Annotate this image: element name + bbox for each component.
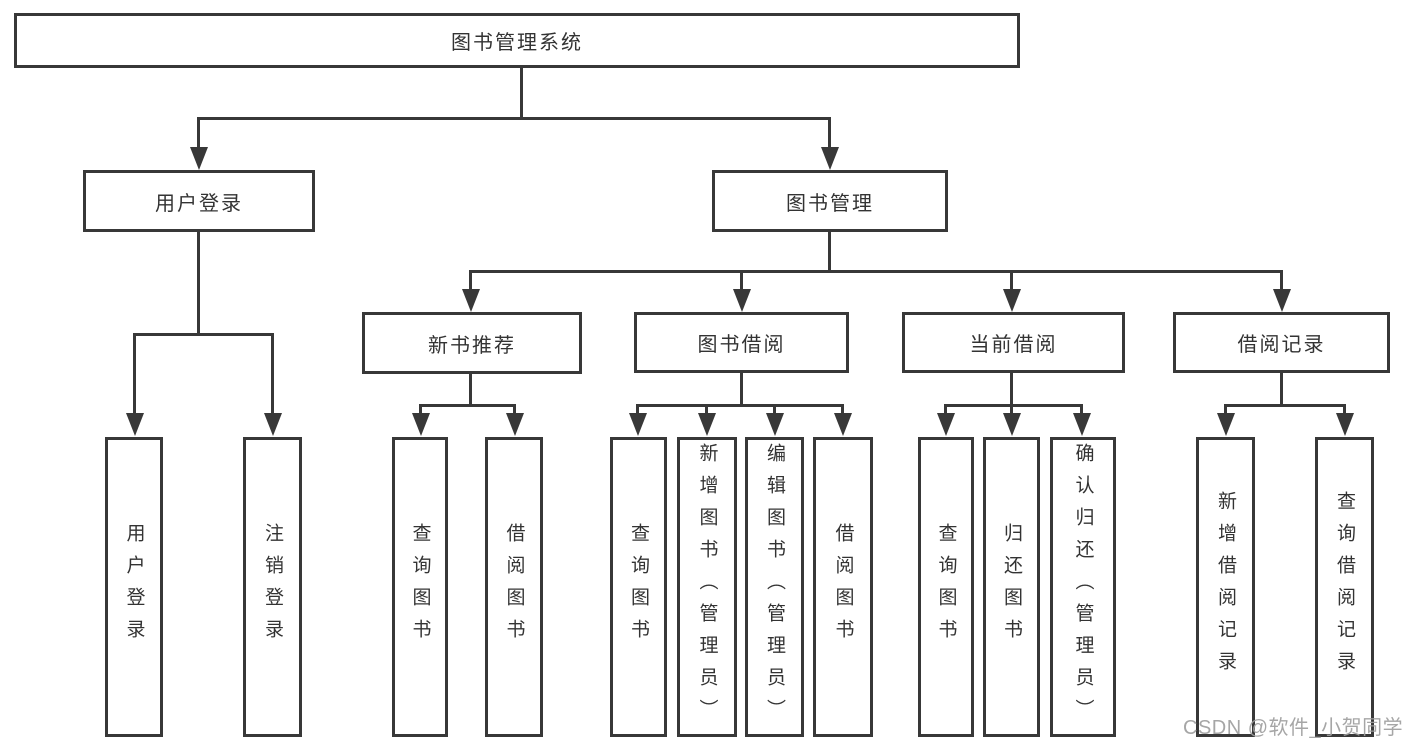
connector-line	[469, 374, 472, 407]
connector-line	[828, 232, 831, 272]
arrow-down-icon	[1073, 413, 1091, 436]
connector-line	[520, 68, 523, 118]
connector-line	[828, 117, 831, 150]
connector-line	[513, 404, 516, 418]
arrow-down-icon	[1003, 289, 1021, 312]
node-user-login: 用户登录	[83, 170, 315, 232]
leaf-query-books-2: 查询图书	[610, 437, 667, 737]
connector-line	[197, 117, 831, 120]
connector-line	[1010, 373, 1013, 407]
connector-line	[271, 333, 274, 416]
arrow-down-icon	[821, 147, 839, 170]
arrow-down-icon	[766, 413, 784, 436]
leaf-borrow-books-1: 借阅图书	[485, 437, 543, 737]
connector-line	[705, 404, 708, 418]
node-book-borrow: 图书借阅	[634, 312, 849, 373]
arrow-down-icon	[1217, 413, 1235, 436]
leaf-borrow-books-2: 借阅图书	[813, 437, 873, 737]
connector-line	[1224, 404, 1346, 407]
leaf-query-books-3: 查询图书	[918, 437, 974, 737]
arrow-down-icon	[834, 413, 852, 436]
arrow-down-icon	[733, 289, 751, 312]
node-new-book-recommend: 新书推荐	[362, 312, 582, 374]
arrow-down-icon	[698, 413, 716, 436]
connector-line	[197, 232, 200, 336]
leaf-return-book: 归还图书	[983, 437, 1040, 737]
arrow-down-icon	[937, 413, 955, 436]
arrow-down-icon	[629, 413, 647, 436]
connector-line	[636, 404, 639, 418]
arrow-down-icon	[412, 413, 430, 436]
leaf-edit-book-admin: 编辑图书（管理员）	[745, 437, 804, 737]
connector-line	[419, 404, 516, 407]
csdn-watermark: CSDN @软件_小贺同学	[1183, 717, 1404, 739]
connector-line	[636, 404, 844, 407]
connector-line	[197, 117, 200, 150]
connector-line	[469, 270, 1283, 273]
connector-line	[469, 270, 472, 292]
leaf-user-login: 用户登录	[105, 437, 163, 737]
connector-line	[1280, 270, 1283, 292]
connector-line	[1010, 270, 1013, 292]
connector-line	[944, 404, 947, 418]
connector-line	[773, 404, 776, 418]
leaf-query-borrow-record: 查询借阅记录	[1315, 437, 1374, 737]
node-current-borrow: 当前借阅	[902, 312, 1125, 373]
connector-line	[740, 270, 743, 292]
leaf-logout: 注销登录	[243, 437, 302, 737]
leaf-add-borrow-record: 新增借阅记录	[1196, 437, 1255, 737]
leaf-add-book-admin: 新增图书（管理员）	[677, 437, 737, 737]
node-borrow-records: 借阅记录	[1173, 312, 1390, 373]
arrow-down-icon	[1336, 413, 1354, 436]
connector-line	[1280, 373, 1283, 407]
connector-line	[133, 333, 274, 336]
connector-line	[944, 404, 1082, 407]
node-root: 图书管理系统	[14, 13, 1020, 68]
connector-line	[133, 333, 136, 416]
arrow-down-icon	[190, 147, 208, 170]
arrow-down-icon	[506, 413, 524, 436]
arrow-down-icon	[462, 289, 480, 312]
connector-line	[419, 404, 422, 418]
leaf-confirm-return-admin: 确认归还（管理员）	[1050, 437, 1116, 737]
connector-line	[740, 373, 743, 407]
arrow-down-icon	[264, 413, 282, 436]
arrow-down-icon	[1273, 289, 1291, 312]
node-book-management: 图书管理	[712, 170, 948, 232]
arrow-down-icon	[1003, 413, 1021, 436]
arrow-down-icon	[126, 413, 144, 436]
connector-line	[1224, 404, 1227, 418]
leaf-query-books-1: 查询图书	[392, 437, 448, 737]
connector-line	[841, 404, 844, 418]
connector-line	[1343, 404, 1346, 418]
connector-line	[1010, 404, 1013, 418]
connector-line	[1080, 404, 1083, 418]
